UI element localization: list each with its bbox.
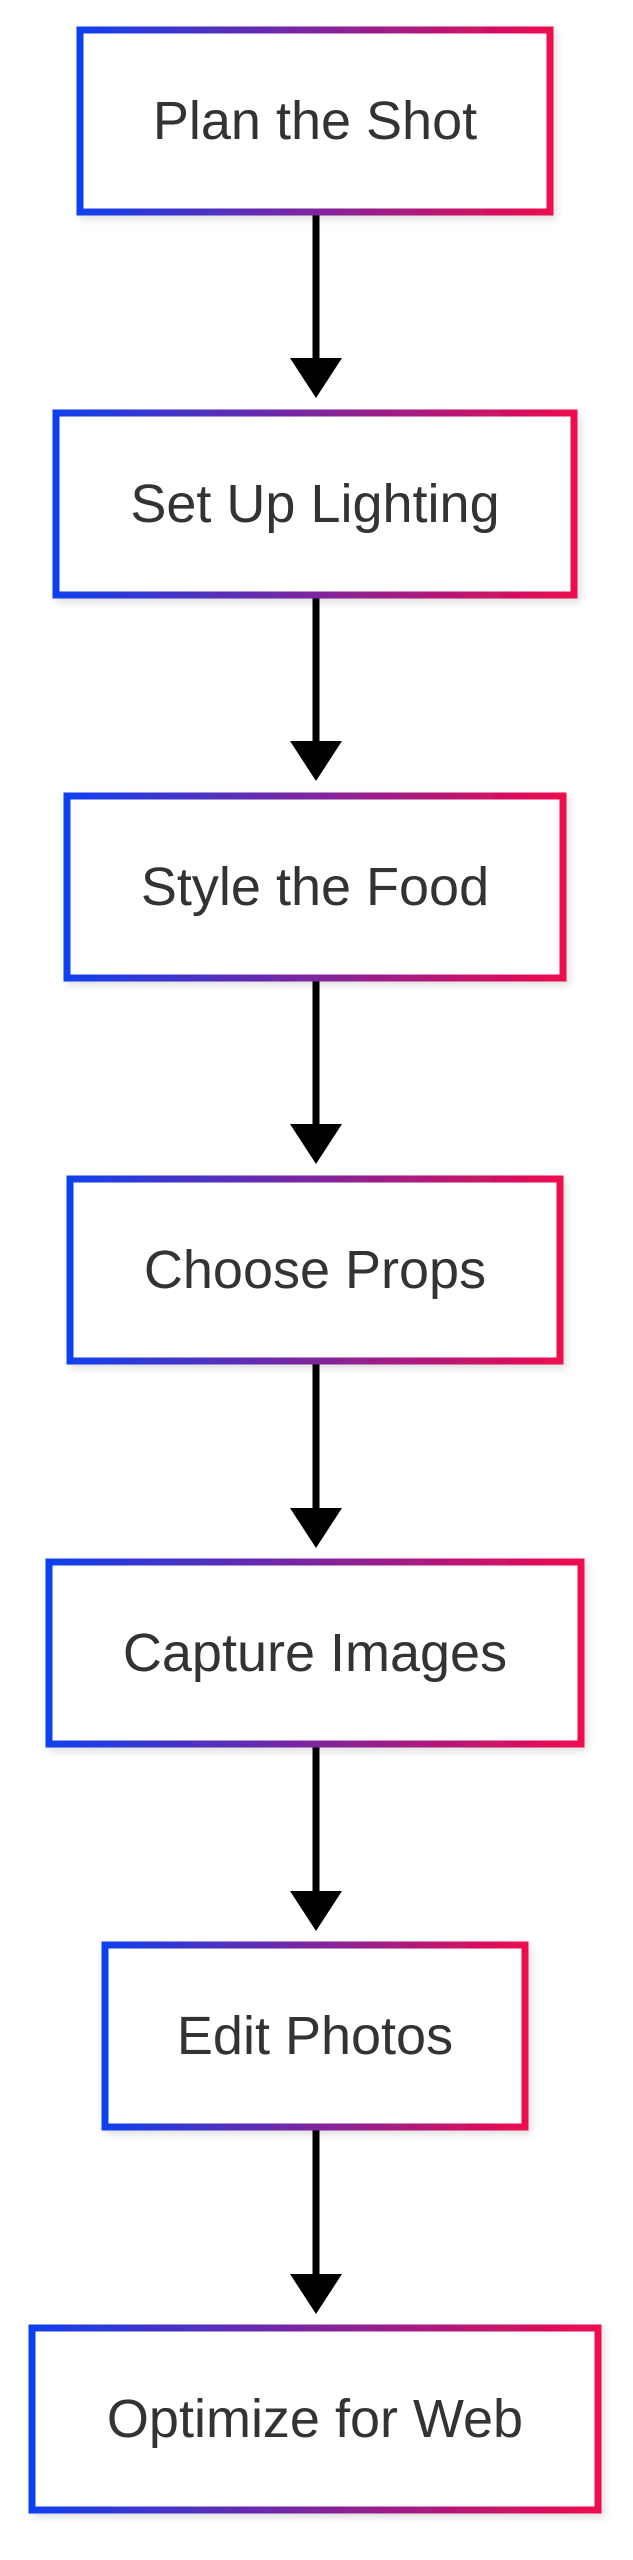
edge-lighting-to-style (290, 597, 342, 781)
node-label: Set Up Lighting (130, 474, 499, 534)
node-edit-photos: Edit Photos (101, 1941, 529, 2131)
edge-style-to-props (290, 980, 342, 1164)
node-label: Choose Props (144, 1240, 486, 1300)
arrow-head-icon (290, 1891, 342, 1931)
arrow-head-icon (290, 741, 342, 781)
node-box (66, 1175, 564, 1365)
node-box (101, 1941, 529, 2131)
node-label: Style the Food (141, 857, 489, 917)
node-style-the-food: Style the Food (63, 792, 567, 982)
node-box (45, 1558, 585, 1748)
node-label: Edit Photos (177, 2006, 453, 2066)
arrow-head-icon (290, 1508, 342, 1548)
node-box (63, 792, 567, 982)
node-plan-the-shot: Plan the Shot (76, 26, 554, 216)
edge-edit-to-optimize (290, 2128, 342, 2314)
arrow-head-icon (290, 1124, 342, 1164)
node-optimize-for-web: Optimize for Web (28, 2324, 602, 2514)
node-box (76, 26, 554, 216)
node-choose-props: Choose Props (66, 1175, 564, 1365)
arrow-head-icon (290, 358, 342, 398)
node-label: Optimize for Web (107, 2389, 523, 2449)
node-label: Capture Images (123, 1623, 507, 1683)
edge-props-to-capture (290, 1363, 342, 1548)
node-box (52, 409, 578, 599)
node-set-up-lighting: Set Up Lighting (52, 409, 578, 599)
node-label: Plan the Shot (153, 91, 477, 151)
node-box (28, 2324, 602, 2514)
edge-plan-to-lighting (290, 213, 342, 398)
node-capture-images: Capture Images (45, 1558, 585, 1748)
arrow-head-icon (290, 2274, 342, 2314)
edge-capture-to-edit (290, 1745, 342, 1931)
